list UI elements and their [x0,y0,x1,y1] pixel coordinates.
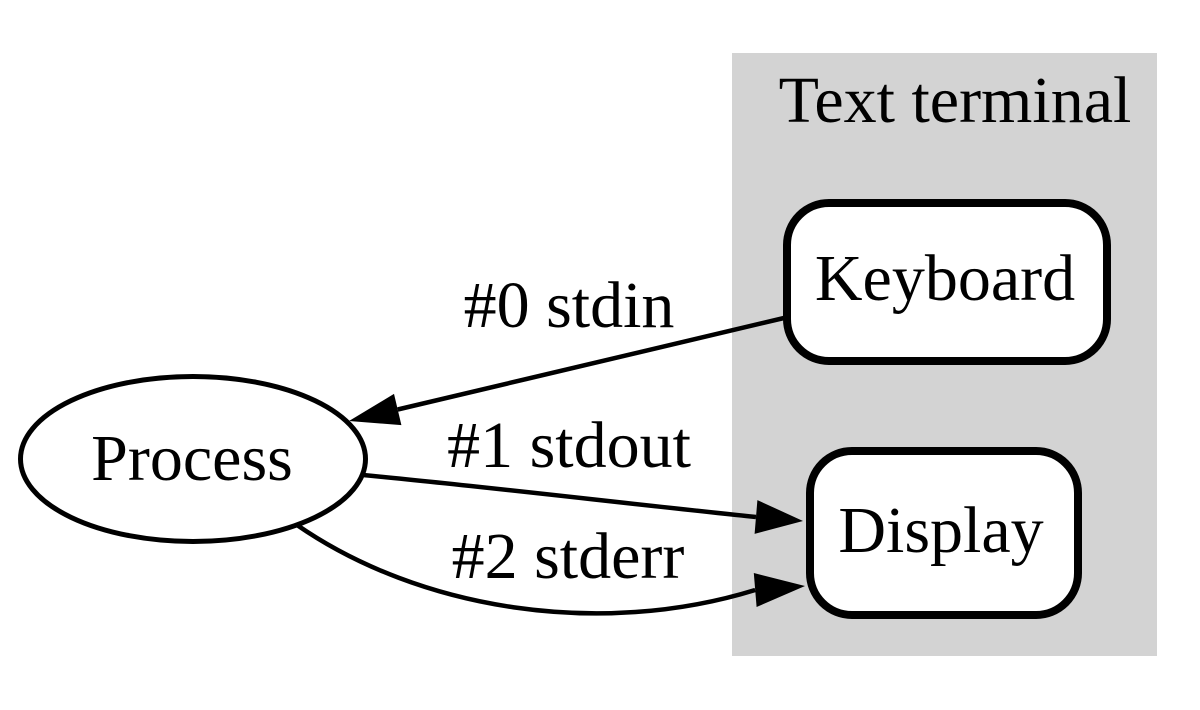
edge-stderr-line [295,523,756,616]
edge-stdin [349,315,785,426]
display-shape [806,447,1082,619]
edge-stdin-line [397,315,785,412]
node-process: Process [18,374,368,544]
keyboard-shape [783,199,1111,365]
edge-stderr-arrowhead [753,573,805,607]
process-shape [18,374,368,544]
edge-stdout-arrowhead [754,500,803,534]
edge-stdout-line [362,472,757,520]
cluster-label: Text terminal [779,64,1132,137]
process-label: Process [91,422,293,495]
edge-stdin-label: #0 stdin [464,269,675,342]
edge-stderr [295,523,805,616]
edge-stdout-label: #1 stdout [447,409,691,482]
node-keyboard: Keyboard [783,199,1111,365]
edge-stderr-label: #2 stderr [452,520,685,593]
edge-stdout [362,472,803,534]
edge-stdin-arrowhead [349,393,402,426]
display-label: Display [838,494,1043,567]
node-display: Display [806,447,1082,619]
keyboard-label: Keyboard [815,242,1075,315]
